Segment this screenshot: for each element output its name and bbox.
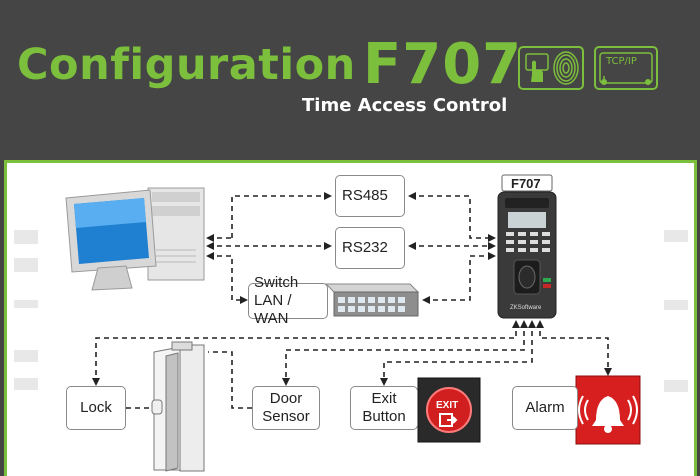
exit-button-box: Exit Button: [350, 386, 418, 430]
touch-fingerprint-icon: [518, 46, 584, 90]
rs232-label: RS232: [342, 239, 388, 256]
door-sensor-label: Door: [269, 390, 303, 407]
rs485-box: RS485: [335, 175, 405, 217]
alarm-bell-icon: [575, 375, 641, 445]
alarm-label: Alarm: [525, 399, 565, 416]
device-brand: ZKSoftware: [510, 305, 542, 311]
exit-button-label: Exit: [371, 390, 397, 407]
lock-box: Lock: [66, 386, 126, 430]
alarm-box: Alarm: [512, 386, 578, 430]
switch-label: Switch: [254, 274, 299, 291]
page-subtitle: Time Access Control: [302, 95, 508, 116]
exit-button-icon: [417, 377, 481, 443]
rs232-box: RS232: [335, 227, 405, 269]
badge-protocol: TCP/IP: [606, 56, 637, 67]
network-switch-icon: [324, 283, 420, 317]
fingerprint-keypad-icon: [497, 174, 557, 319]
network-icon: TCP/IP: [594, 46, 658, 90]
device-label: F707: [511, 176, 541, 191]
header: Configuration F707 Time Access Control T…: [0, 0, 700, 160]
exit-sign-text: EXIT: [436, 400, 459, 411]
door-icon: [151, 341, 205, 472]
lock-label: Lock: [80, 399, 112, 416]
model-name: F707: [363, 32, 523, 97]
door-sensor-sublabel: Sensor: [262, 408, 310, 425]
door-sensor-box: Door Sensor: [252, 386, 320, 430]
page-title: Configuration: [17, 40, 356, 90]
switch-box: Switch LAN / WAN: [248, 274, 328, 327]
switch-sublabel: LAN / WAN: [254, 292, 292, 327]
exit-button-sublabel: Button: [362, 408, 406, 425]
computer-icon: [65, 187, 205, 291]
rs485-label: RS485: [342, 187, 388, 204]
